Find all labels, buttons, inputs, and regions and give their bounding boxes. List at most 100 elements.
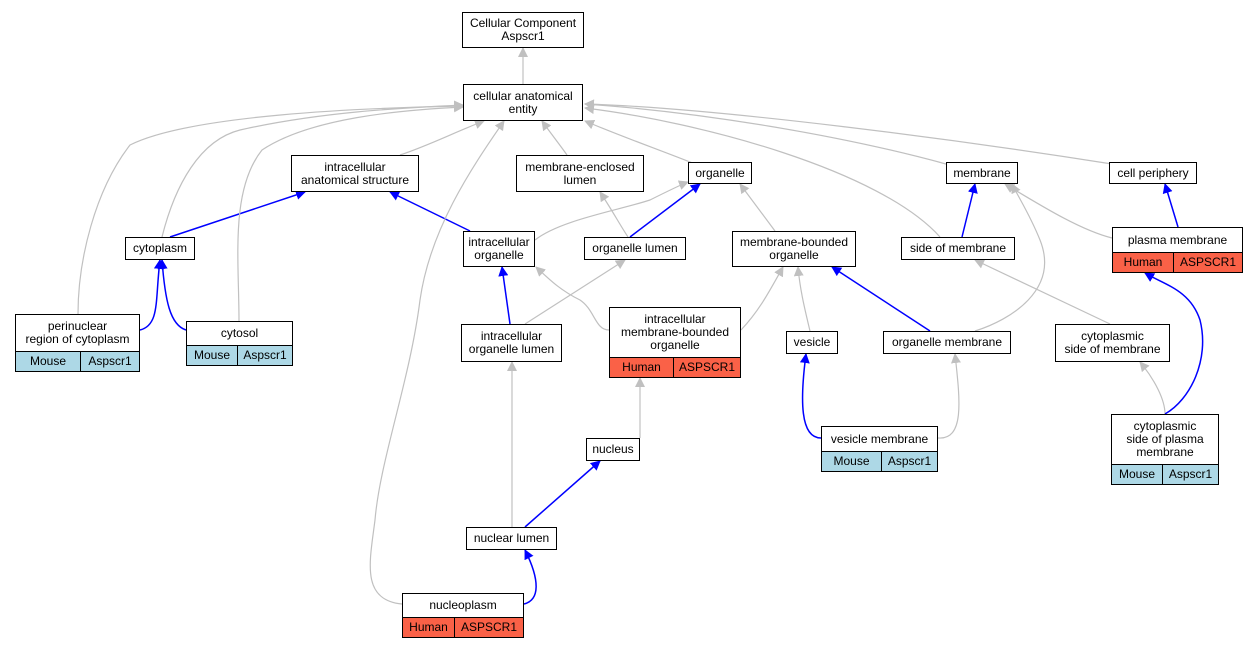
species-label: Mouse xyxy=(16,352,80,371)
term-node-cyto[interactable]: cytoplasm xyxy=(125,237,195,260)
term-label: side of membrane xyxy=(909,241,1007,255)
edge-is-a-imbo-to-mbo xyxy=(740,266,784,331)
term-node-org[interactable]: organelle xyxy=(688,162,752,184)
edge-is-a-om-to-mem xyxy=(974,183,1046,332)
term-label: membrane-enclosed lumen xyxy=(525,159,635,187)
term-label: intracellular organelle xyxy=(468,235,530,262)
term-node-som[interactable]: side of membrane xyxy=(901,237,1015,260)
term-label: intracellular membrane-bounded organelle xyxy=(620,312,730,352)
term-label: cytosol xyxy=(220,326,259,340)
edge-is-a-io-to-org xyxy=(534,180,689,241)
edge-part-of-pm-to-cp xyxy=(1162,183,1179,228)
term-label: organelle membrane xyxy=(891,335,1003,349)
edge-is-a-imbo-to-io xyxy=(535,266,610,331)
term-label: Cellular Component Aspscr1 xyxy=(469,16,577,43)
term-node-mbo[interactable]: membrane-bounded organelle xyxy=(732,231,856,267)
term-node-mem[interactable]: membrane xyxy=(946,162,1018,184)
term-node-root[interactable]: Cellular Component Aspscr1 xyxy=(462,12,584,48)
edge-part-of-iol-to-io xyxy=(498,266,511,325)
term-label: membrane xyxy=(953,165,1011,180)
species-label: Mouse xyxy=(1112,465,1162,484)
term-node-ol[interactable]: organelle lumen xyxy=(584,237,686,260)
edge-part-of-nl-to-nuc xyxy=(524,460,601,528)
term-node-ves[interactable]: vesicle xyxy=(786,331,838,354)
species-label: Mouse xyxy=(822,452,881,471)
species-label: Human xyxy=(610,358,673,377)
edge-part-of-cyto-to-ias xyxy=(169,190,306,238)
gene-label: Aspscr1 xyxy=(80,352,139,371)
term-label: organelle xyxy=(695,165,745,180)
species-label: Human xyxy=(403,618,454,637)
edge-is-a-vm-to-om xyxy=(937,353,961,439)
edge-is-a-cspm-to-csm xyxy=(1139,361,1166,415)
gene-label: Aspscr1 xyxy=(1162,465,1218,484)
term-label: vesicle xyxy=(793,335,831,349)
edge-part-of-vm-to-ves xyxy=(799,353,822,439)
edge-is-a-ves-to-mbo xyxy=(793,266,811,332)
term-node-iol[interactable]: intracellular organelle lumen xyxy=(461,324,562,362)
term-label: nuclear lumen xyxy=(473,531,550,545)
edge-is-a-mem-to-cae xyxy=(584,99,947,165)
edge-part-of-prc-to-cyto xyxy=(139,259,164,331)
term-node-cp[interactable]: cell periphery xyxy=(1109,162,1197,184)
edge-is-a-prc-to-cae xyxy=(77,101,464,315)
term-node-io[interactable]: intracellular organelle xyxy=(463,231,535,267)
gene-label: ASPSCR1 xyxy=(454,618,523,637)
edge-part-of-np-to-nl xyxy=(523,549,537,605)
edge-is-a-som-to-cae xyxy=(584,104,941,238)
edge-is-a-mel-to-cae xyxy=(541,120,568,156)
term-label: intracellular organelle lumen xyxy=(468,329,555,356)
edge-is-a-csm-to-som xyxy=(974,259,1111,325)
gene-label: ASPSCR1 xyxy=(673,358,740,377)
species-label: Human xyxy=(1113,253,1173,272)
edge-is-a-cp-to-cae xyxy=(584,99,1113,165)
term-node-mel[interactable]: membrane-enclosed lumen xyxy=(516,155,644,192)
term-node-nuc[interactable]: nucleus xyxy=(586,438,640,461)
term-label: nucleus xyxy=(592,442,634,456)
term-node-imbo[interactable]: intracellular membrane-bounded organelle… xyxy=(609,307,741,378)
term-label: cellular anatomical entity xyxy=(473,88,573,116)
term-label: cytoplasm xyxy=(132,241,188,255)
gene-label: Aspscr1 xyxy=(881,452,937,471)
term-label: intracellular anatomical structure xyxy=(300,159,410,187)
edge-part-of-om-to-mbo xyxy=(831,266,931,332)
edge-part-of-cspm-to-pm xyxy=(1144,272,1204,415)
term-label: plasma membrane xyxy=(1127,232,1228,247)
term-label: organelle lumen xyxy=(592,241,678,255)
term-node-ias[interactable]: intracellular anatomical structure xyxy=(291,155,419,192)
term-label: membrane-bounded organelle xyxy=(739,235,849,262)
term-node-csm[interactable]: cytoplasmic side of membrane xyxy=(1055,324,1170,362)
term-label: perinuclear region of cytoplasm xyxy=(25,319,130,346)
edge-part-of-som-to-mem xyxy=(961,183,978,238)
term-label: cell periphery xyxy=(1117,165,1189,180)
term-node-cae[interactable]: cellular anatomical entity xyxy=(463,84,583,121)
edge-is-a-ol-to-mel xyxy=(599,191,629,238)
term-node-om[interactable]: organelle membrane xyxy=(883,331,1011,354)
term-label: vesicle membrane xyxy=(830,431,929,446)
edge-is-a-np-to-cae xyxy=(369,120,505,605)
term-label: cytoplasmic side of membrane xyxy=(1064,329,1161,356)
term-node-nl[interactable]: nuclear lumen xyxy=(466,527,557,550)
edge-is-a-ias-to-cae xyxy=(399,119,485,156)
species-label: Mouse xyxy=(187,346,237,365)
edge-is-a-mbo-to-org xyxy=(739,183,776,232)
edge-part-of-io-to-ias xyxy=(389,191,471,232)
edge-part-of-cytosol-to-cyto xyxy=(157,259,187,331)
term-label: cytoplasmic side of plasma membrane xyxy=(1126,419,1204,459)
edge-is-a-org-to-cae xyxy=(584,119,696,165)
term-label: nucleoplasm xyxy=(429,598,497,612)
